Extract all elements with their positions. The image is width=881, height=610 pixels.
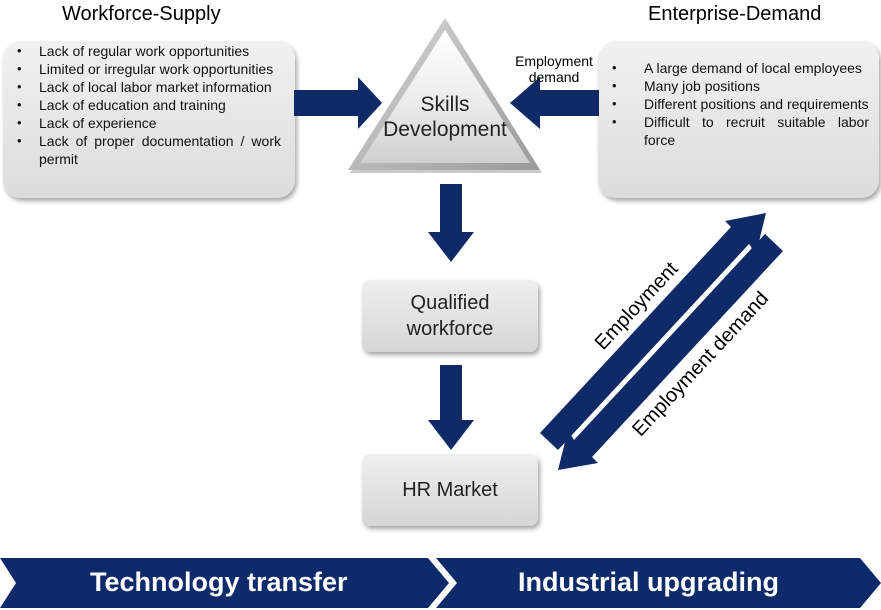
list-item: Lack of regular work opportunities <box>9 42 281 60</box>
skills-development-triangle <box>348 18 542 173</box>
list-item: Lack of local labor market information <box>9 78 281 96</box>
employment-demand-line1: Employment <box>515 53 593 69</box>
qualified-line2: workforce <box>406 318 494 340</box>
skills-development-label: Skills Development <box>368 92 522 142</box>
list-item: Difficult to recruit suitable labor forc… <box>604 113 869 149</box>
workforce-supply-panel: Lack of regular work opportunities Limit… <box>3 41 295 198</box>
arrow-up-right-icon <box>540 213 766 450</box>
arrow-down-icon <box>428 365 474 450</box>
hr-market-label: HR Market <box>402 479 498 501</box>
arrow-left-icon <box>510 77 599 129</box>
industrial-upgrading-label: Industrial upgrading <box>518 567 779 597</box>
skills-label-line1: Skills <box>420 93 470 116</box>
arrow-right-icon <box>294 77 382 129</box>
industrial-upgrading-chevron <box>436 558 881 608</box>
technology-transfer-chevron <box>0 558 449 608</box>
qualified-workforce-box: Qualified workforce <box>362 280 538 352</box>
workforce-supply-list: Lack of regular work opportunities Limit… <box>9 42 281 168</box>
employment-demand-line2: demand <box>528 69 580 85</box>
list-item: Limited or irregular work opportunities <box>9 60 281 78</box>
list-item: Many job positions <box>604 77 869 95</box>
arrow-down-icon <box>428 184 474 262</box>
enterprise-demand-heading: Enterprise-Demand <box>648 3 822 25</box>
list-item: Different positions and requirements <box>604 95 869 113</box>
arrow-down-left-icon <box>558 234 783 470</box>
technology-transfer-label: Technology transfer <box>90 567 348 597</box>
qualified-line1: Qualified <box>410 292 490 314</box>
hr-market-box: HR Market <box>362 454 538 526</box>
enterprise-demand-list: A large demand of local employees Many j… <box>604 59 869 149</box>
enterprise-demand-panel: A large demand of local employees Many j… <box>598 41 879 198</box>
bottom-chevron-band <box>0 558 881 608</box>
workforce-supply-heading: Workforce-Supply <box>62 3 221 25</box>
employment-demand-label: Employment demand <box>504 53 604 85</box>
list-item: Lack of experience <box>9 114 281 132</box>
skills-label-line2: Development <box>383 118 507 141</box>
list-item: Lack of education and training <box>9 96 281 114</box>
list-item: Lack of proper documentation / work perm… <box>9 132 281 168</box>
list-item: A large demand of local employees <box>604 59 869 77</box>
